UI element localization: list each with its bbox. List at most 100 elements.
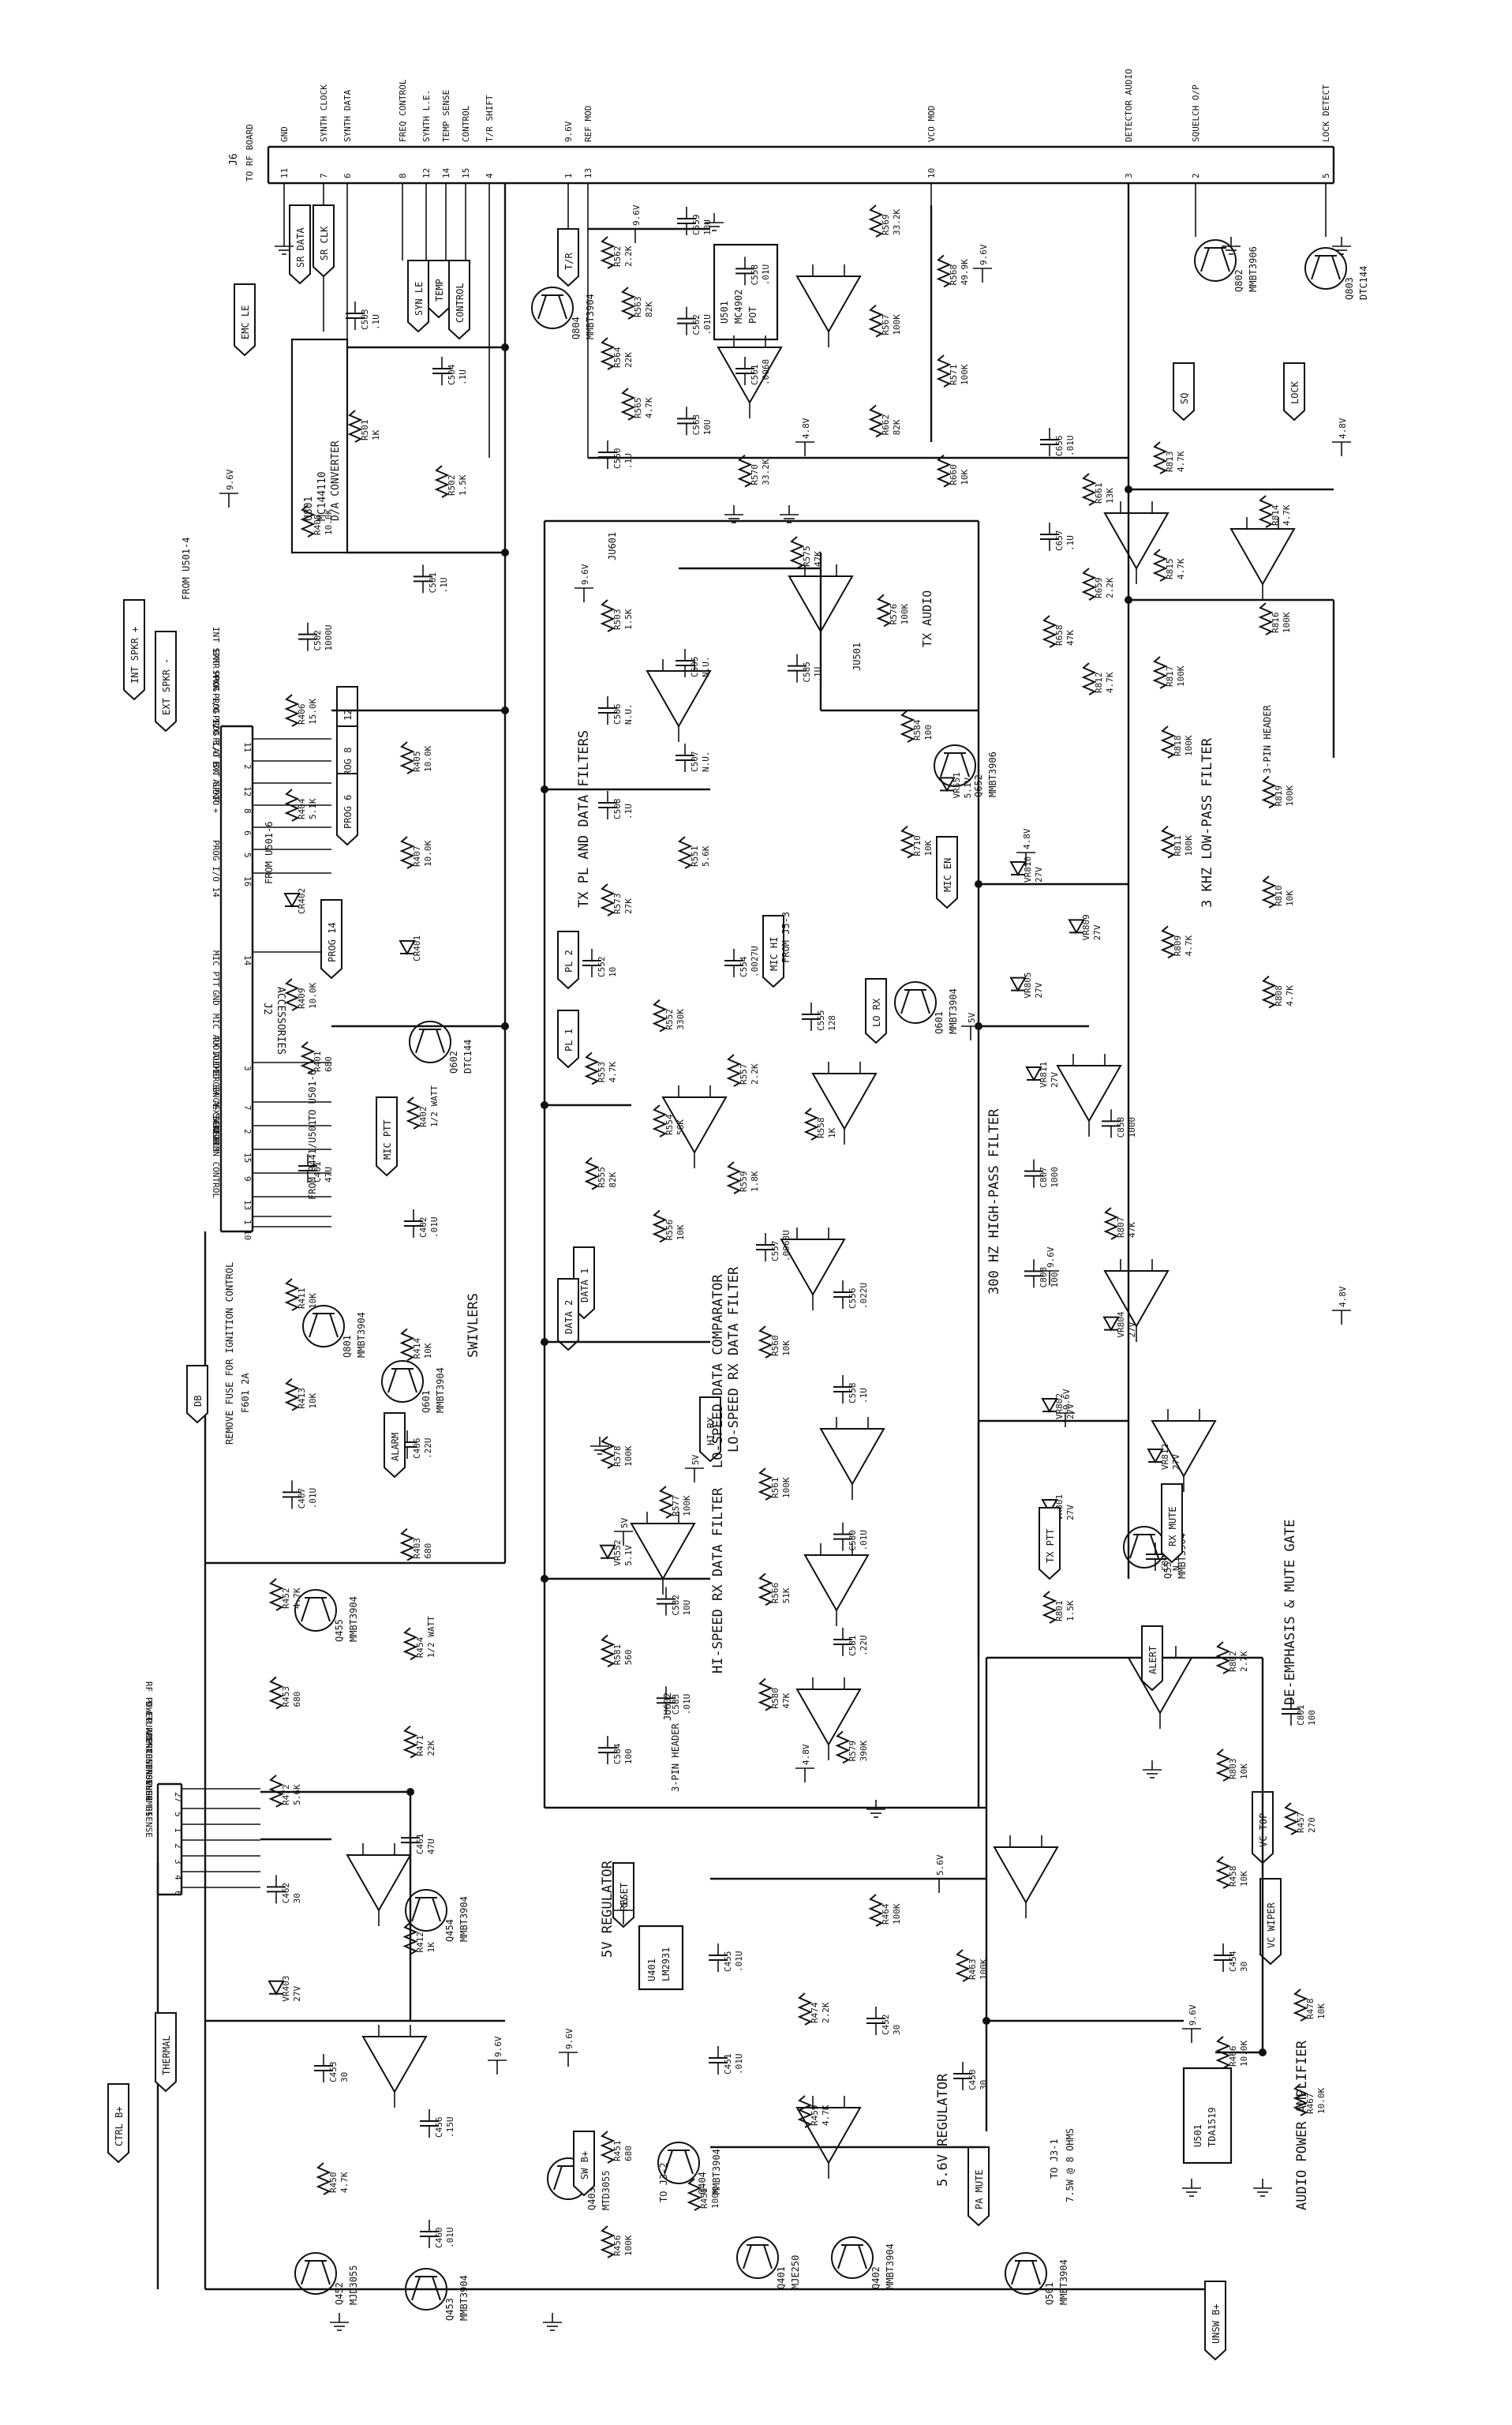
- component-value: .0027U: [750, 946, 760, 977]
- component-designator: R569: [881, 215, 891, 236]
- component-designator: R411: [297, 1288, 307, 1310]
- j6-pin-label: GND: [279, 126, 290, 142]
- component-designator: R406: [297, 704, 307, 725]
- component-value: 680: [324, 1056, 334, 1072]
- component-designator: C557: [770, 1241, 780, 1262]
- j2-pin-label: PROG I/O 12: [211, 671, 221, 729]
- j6-pin-number: 6: [342, 173, 353, 178]
- component-designator: R402: [418, 1107, 429, 1128]
- component-value: 1.5K: [458, 474, 468, 496]
- svg-text:LM2931: LM2931: [661, 1947, 672, 1981]
- component-designator: R454: [415, 1636, 425, 1658]
- j6-pin-label: SQUELCH O/P: [1191, 84, 1201, 142]
- j6-pin-number: 5: [1321, 173, 1331, 178]
- flag-label-tx-ptt: TX PTT: [1045, 1529, 1056, 1563]
- component-designator: R478: [1305, 1999, 1316, 2020]
- component-designator: R409: [297, 988, 307, 1010]
- component-value: 10.0K: [1239, 2041, 1249, 2067]
- resistor-symbol: [399, 741, 415, 774]
- transistor-type: MMBT3904: [458, 1896, 470, 1942]
- resistor-symbol: [1152, 441, 1168, 474]
- j2-pin-number: 13: [242, 1200, 253, 1210]
- note-from-r441: FROM R441/U501: [307, 1120, 318, 1200]
- component-value: 100K: [1282, 612, 1292, 633]
- component-designator: C454: [1228, 1951, 1238, 1972]
- flag-data2: [557, 1278, 579, 1351]
- component-value: 30: [292, 1893, 302, 1903]
- resistor-symbol: [677, 836, 693, 869]
- transistor-collector: [743, 2244, 752, 2269]
- component-designator: C451: [723, 2054, 733, 2075]
- component-value: 27V: [1127, 1321, 1137, 1337]
- component-value: 100: [623, 1748, 634, 1764]
- component-designator: R808: [1274, 985, 1284, 1006]
- j6-pin-label: SYNTH L.E.: [421, 90, 432, 142]
- flag-pl1: [557, 1010, 579, 1069]
- resistor-symbol: [900, 825, 915, 859]
- component-value: 100: [1050, 1272, 1060, 1287]
- transistor-symbol: [531, 287, 574, 329]
- component-value: 30: [1239, 1962, 1249, 1972]
- transistor-emitter: [321, 2260, 331, 2285]
- component-designator: C455: [723, 1951, 733, 1973]
- flag-label-emc-le: EMC LE: [240, 305, 251, 339]
- resistor-symbol: [1160, 725, 1176, 759]
- resistor-symbol: [1293, 2083, 1308, 2116]
- component-designator: R474: [810, 2002, 820, 2023]
- section-audio-pa: AUDIO POWER AMPLIFIER: [1294, 2040, 1310, 2210]
- transistor-symbol: [894, 981, 937, 1024]
- ic-audio-amp: U501 TDA1519: [1182, 2067, 1233, 2165]
- component-designator: R810: [1274, 886, 1284, 907]
- component-value: 4.7K: [608, 1061, 618, 1082]
- supply-voltage-label: 5V: [967, 1012, 977, 1023]
- component-value: 4.7K: [339, 2172, 350, 2193]
- component-designator: C556: [848, 1288, 858, 1310]
- resistor-symbol: [936, 254, 952, 288]
- component-value: 27V: [1065, 1505, 1076, 1520]
- resistor-symbol: [658, 1486, 674, 1519]
- resistor-symbol: [620, 388, 636, 421]
- component-designator: R814: [1271, 504, 1281, 526]
- ic-u501: U501 MC4902 POT: [713, 243, 779, 341]
- flag-mic-en: [936, 836, 958, 909]
- op-amp-symbol: [361, 2036, 428, 2094]
- j6-pin-number: 15: [461, 168, 471, 178]
- component-designator: R567: [881, 314, 891, 335]
- component-value: 100K: [623, 1445, 634, 1467]
- component-value: 47K: [781, 1692, 792, 1708]
- op-amp-symbol: [1229, 528, 1296, 587]
- transistor-type: MMBT3906: [987, 751, 998, 797]
- flag-label-mic-ptt: MIC PTT: [382, 1119, 393, 1160]
- op-amp-symbol: [646, 670, 712, 729]
- svg-text:U401: U401: [646, 1958, 657, 1981]
- flag-sw-b: [573, 2131, 595, 2197]
- junction-dot: [982, 2017, 990, 2025]
- component-value: 10.0K: [423, 746, 433, 772]
- component-designator: R658: [1054, 625, 1065, 647]
- power-pin-label: THERM SENSE: [144, 1780, 154, 1838]
- op-amp-symbol: [819, 1428, 885, 1486]
- transistor-symbol: [294, 1589, 337, 1632]
- resistor-symbol: [652, 999, 668, 1033]
- junction-dot: [501, 1022, 509, 1030]
- component-value: 27V: [1092, 924, 1102, 940]
- op-amp-symbol: [780, 1239, 846, 1297]
- component-value: 10.0K: [423, 841, 433, 867]
- component-designator: C808: [1039, 1267, 1049, 1288]
- component-designator: R801: [1054, 1601, 1065, 1622]
- power-pin-label: D.ET: [144, 1701, 154, 1722]
- transistor-emitter: [432, 2276, 441, 2301]
- component-designator: R710: [912, 835, 923, 856]
- flag-label-reset: RESET: [619, 1883, 630, 1911]
- junction-dot: [975, 880, 982, 888]
- op-amp-symbol: [795, 275, 862, 334]
- junction-dot: [541, 785, 548, 793]
- resistor-symbol: [600, 1634, 616, 1668]
- note-to-u501: TO U501-6: [307, 1070, 318, 1121]
- j6-pin-number: 4: [485, 173, 495, 178]
- flag-label-pl2: PL 2: [563, 950, 574, 973]
- component-designator: R817: [1165, 666, 1175, 688]
- component-value: 10.0K: [308, 983, 318, 1009]
